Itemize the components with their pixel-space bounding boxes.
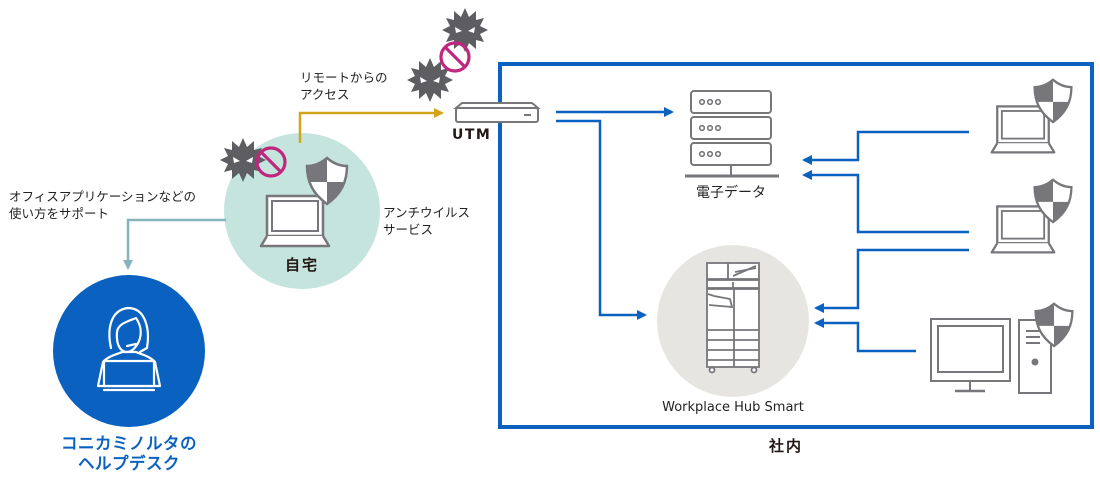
helpdesk-label-line1: コニカミノルタの	[61, 434, 197, 453]
support-connector	[123, 218, 226, 270]
utm-to-mfp-connector	[556, 119, 647, 320]
remote-access-connector	[298, 108, 444, 143]
in-office-label: 社内	[768, 437, 804, 455]
network-appliance-icon	[453, 102, 541, 123]
server-icon	[685, 90, 779, 178]
support-label-line2: 使い方をサポート	[9, 206, 110, 221]
desktop-computer-icon	[930, 318, 1052, 394]
remote-access-label-line2: アクセス	[300, 87, 350, 102]
laptop-icon	[259, 194, 331, 248]
office-boundary	[498, 62, 1094, 429]
antivirus-label-line1: アンチウイルス	[383, 205, 471, 220]
helpdesk-label: コニカミノルタの ヘルプデスク	[61, 434, 197, 474]
utm-label: UTM	[452, 127, 492, 143]
multifunction-printer-icon	[706, 262, 760, 374]
electronic-data-label: 電子データ	[696, 185, 766, 201]
support-label-line1: オフィスアプリケーションなどの	[9, 189, 197, 204]
helpdesk-operator-icon	[96, 306, 162, 392]
support-label: オフィスアプリケーションなどの 使い方をサポート	[9, 188, 196, 222]
laptop1-to-server-connector	[802, 130, 969, 165]
workplace-hub-label: Workplace Hub Smart	[662, 400, 804, 415]
home-label: 自宅	[284, 256, 320, 274]
antivirus-label-line2: サービス	[383, 222, 434, 237]
virus-icon	[407, 58, 453, 102]
desktop-to-mfp-connector	[814, 318, 916, 353]
helpdesk-label-line2: ヘルプデスク	[78, 454, 180, 473]
antivirus-label: アンチウイルス サービス	[383, 204, 470, 238]
remote-access-label-line1: リモートからの	[300, 70, 388, 85]
remote-access-label: リモートからの アクセス	[300, 69, 388, 103]
laptop2-to-server-connector	[802, 170, 969, 234]
laptop2-to-mfp-connector	[814, 248, 969, 313]
